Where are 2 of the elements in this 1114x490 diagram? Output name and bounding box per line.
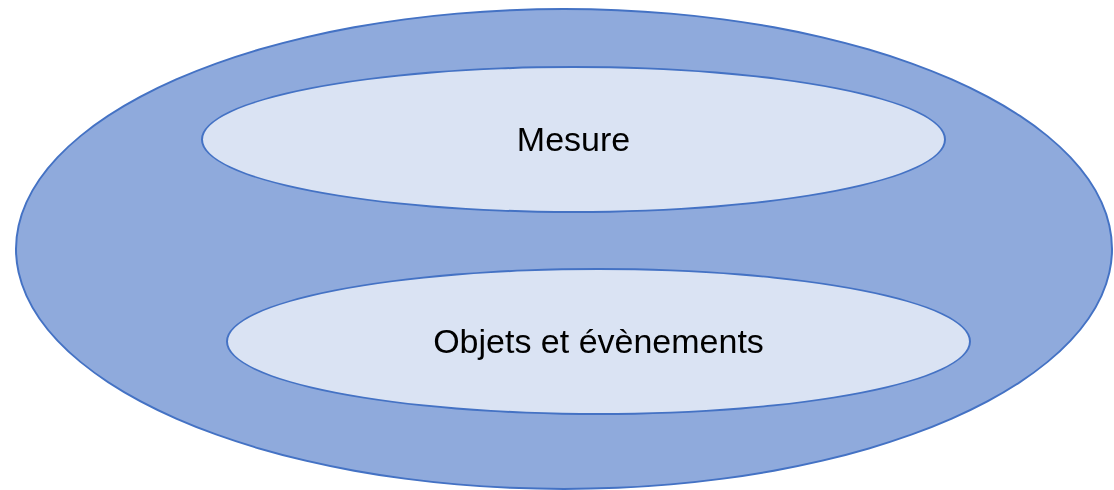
node-label: Objets et évènements [433, 322, 764, 361]
node-label: Mesure [516, 120, 631, 159]
